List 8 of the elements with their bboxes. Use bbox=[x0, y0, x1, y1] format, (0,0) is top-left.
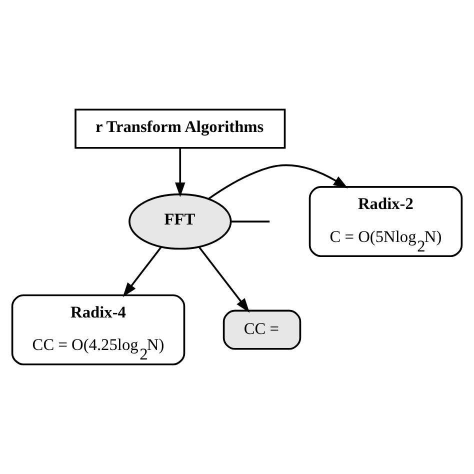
node-box: CC = bbox=[222, 310, 302, 350]
arrow bbox=[208, 164, 348, 200]
arrow bbox=[175, 148, 186, 198]
connector bbox=[231, 220, 270, 222]
node-ellipse: FFT bbox=[128, 193, 232, 250]
arrow bbox=[122, 246, 162, 298]
node-box: r Transform Algorithms bbox=[74, 108, 286, 149]
arrow bbox=[198, 246, 250, 313]
